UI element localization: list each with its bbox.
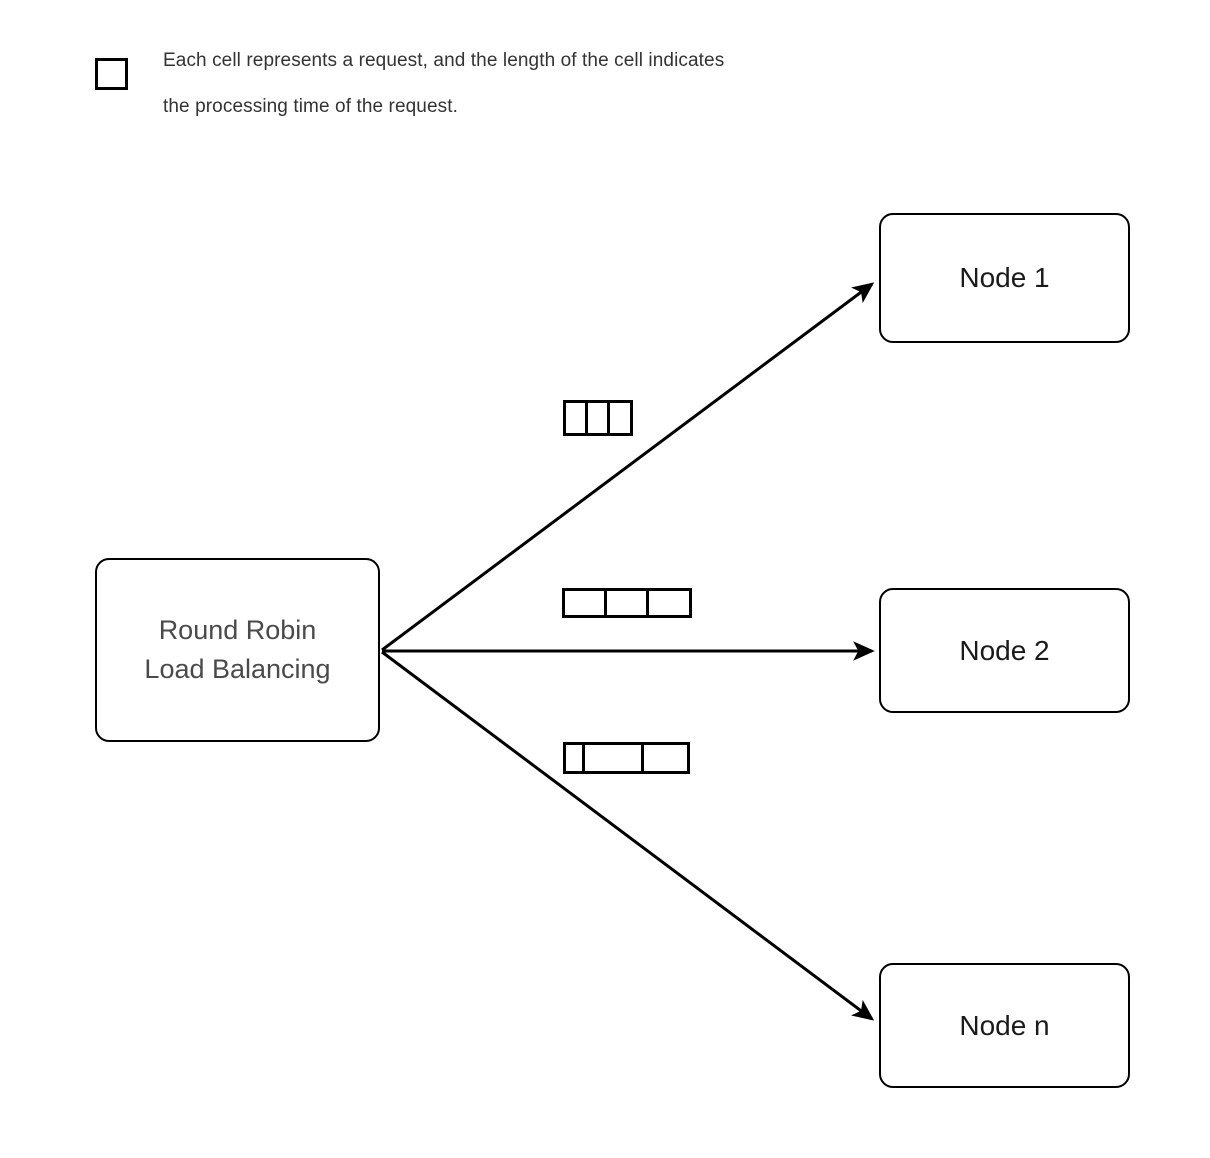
- legend-caption: Each cell represents a request, and the …: [163, 50, 725, 117]
- request-queue-node-1: [563, 400, 633, 436]
- legend-square-icon: [95, 58, 128, 90]
- request-queue-node-n: [563, 742, 690, 774]
- request-cell: [606, 591, 649, 615]
- edge-to-node-n: [381, 650, 875, 1021]
- request-cell: [648, 591, 689, 615]
- request-cell: [566, 403, 588, 433]
- request-queue-node-2: [562, 588, 692, 618]
- request-cell: [565, 591, 607, 615]
- source-node-round-robin-load-balancing[interactable]: Round Robin Load Balancing: [95, 558, 380, 742]
- request-cell: [610, 403, 630, 433]
- request-cell: [566, 745, 586, 771]
- node-box-node-1[interactable]: Node 1: [879, 213, 1130, 343]
- request-cell: [588, 403, 610, 433]
- source-node-label: Round Robin Load Balancing: [144, 614, 331, 684]
- node-n-label: Node n: [959, 1009, 1050, 1041]
- node-box-node-2[interactable]: Node 2: [879, 588, 1130, 713]
- node-box-node-n[interactable]: Node n: [879, 963, 1130, 1088]
- node-1-label: Node 1: [959, 262, 1050, 294]
- request-cell: [585, 745, 645, 771]
- node-2-label: Node 2: [959, 634, 1050, 666]
- request-cell: [644, 745, 687, 771]
